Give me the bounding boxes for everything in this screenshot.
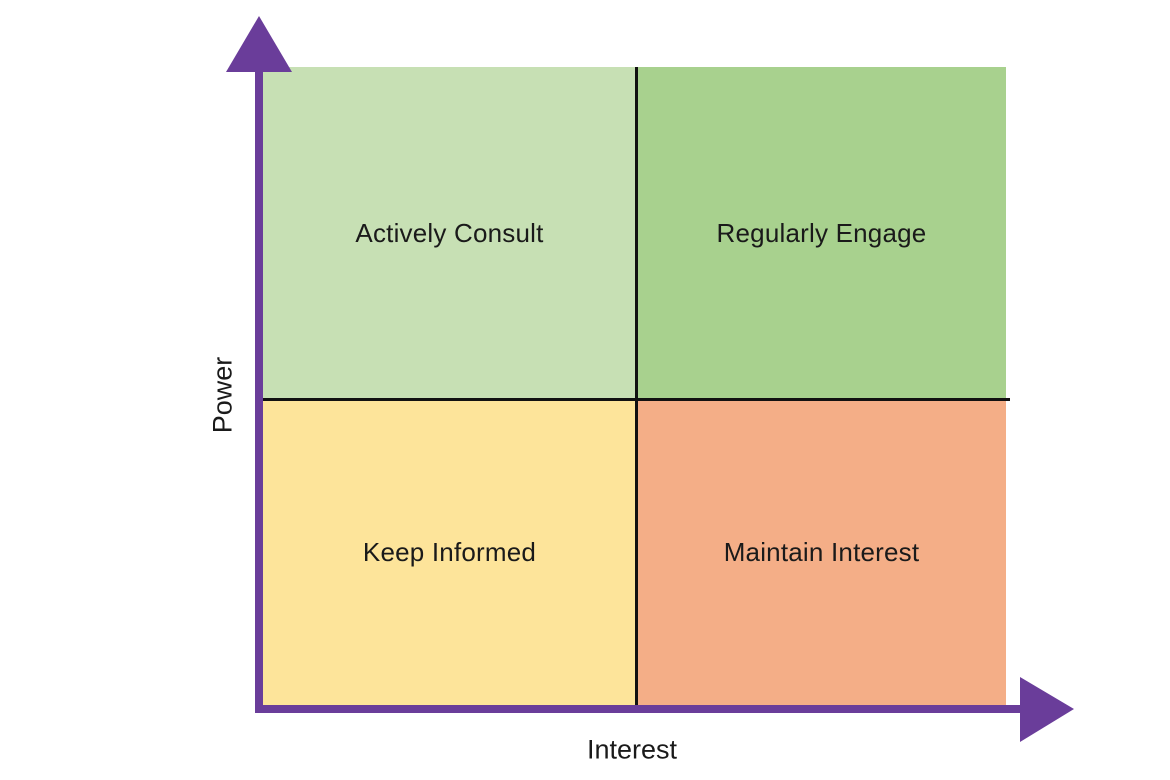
- y-axis-label: Power: [207, 356, 238, 434]
- quadrant-actively-consult: Actively Consult: [262, 67, 637, 400]
- quadrant-regularly-engage: Regularly Engage: [637, 67, 1006, 400]
- x-axis-arrow-icon: [1020, 677, 1074, 742]
- quadrant-keep-informed: Keep Informed: [262, 400, 637, 705]
- vertical-divider: [635, 67, 638, 707]
- quadrant-label: Regularly Engage: [716, 218, 927, 248]
- quadrant-label: Keep Informed: [362, 537, 537, 567]
- horizontal-divider: [262, 398, 1010, 401]
- y-axis-arrow-icon: [226, 16, 292, 72]
- x-axis-label: Interest: [586, 734, 678, 765]
- quadrant-label: Actively Consult: [355, 218, 544, 248]
- quadrant-maintain-interest: Maintain Interest: [637, 400, 1006, 705]
- quadrant-label: Maintain Interest: [723, 537, 920, 567]
